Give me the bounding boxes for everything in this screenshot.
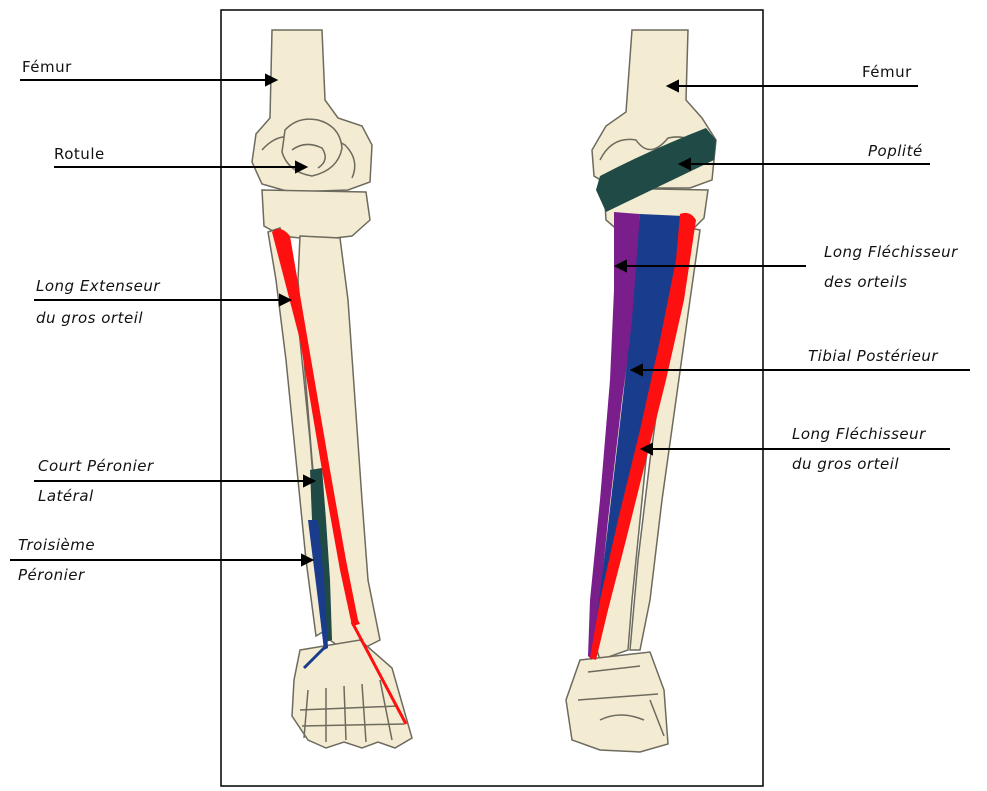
label-poplite: Poplité: [868, 142, 923, 160]
label-long-flechisseur-orteils-line2: des orteils: [824, 273, 907, 291]
label-troisieme-line2: Péronier: [18, 566, 85, 584]
label-long-extenseur-line1: Long Extenseur: [36, 277, 160, 295]
label-court-peronier-line2: Latéral: [38, 487, 94, 505]
right-foot: [566, 652, 668, 752]
label-femur-left: Fémur: [22, 58, 72, 76]
label-tibial-posterieur: Tibial Postérieur: [808, 347, 938, 365]
label-court-peronier-line1: Court Péronier: [38, 457, 154, 475]
label-long-flechisseur-gros-line2: du gros orteil: [792, 455, 899, 473]
label-long-flechisseur-orteils-line1: Long Fléchisseur: [824, 243, 958, 261]
label-long-flechisseur-gros-line1: Long Fléchisseur: [792, 425, 926, 443]
label-rotule: Rotule: [54, 145, 105, 163]
label-femur-right: Fémur: [862, 63, 912, 81]
label-long-extenseur-line2: du gros orteil: [36, 309, 143, 327]
label-troisieme-line1: Troisième: [18, 536, 95, 554]
